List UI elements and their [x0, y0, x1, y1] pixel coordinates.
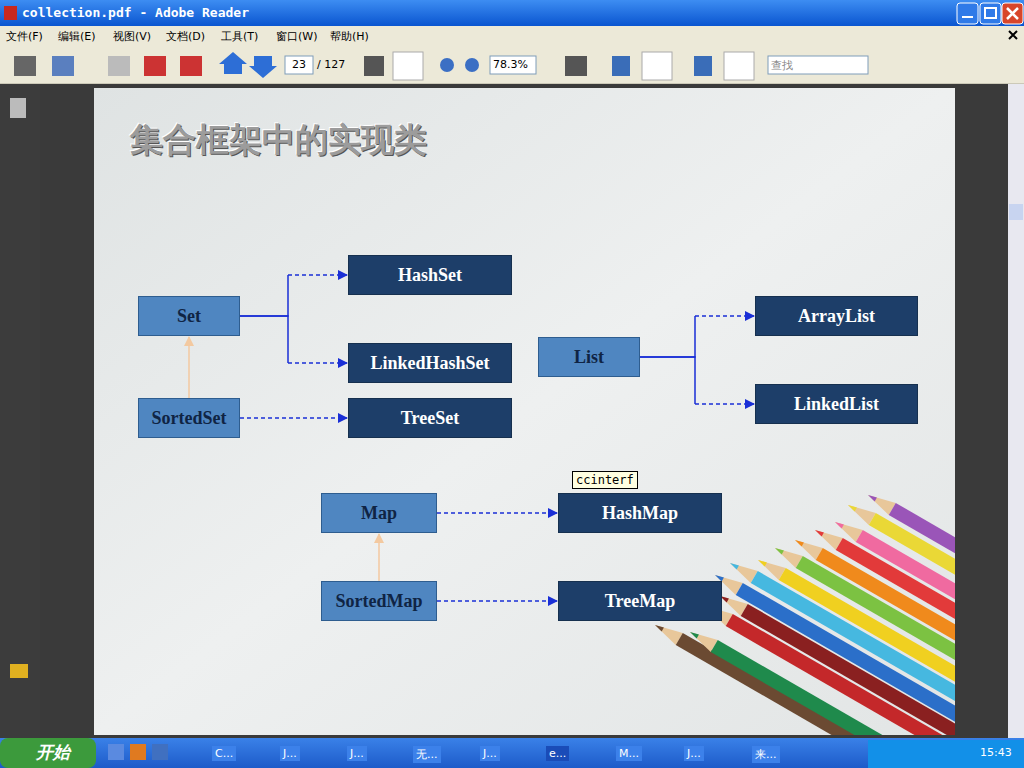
interface-box: SortedMap — [321, 581, 437, 621]
box-label: SortedMap — [336, 591, 423, 612]
box-label: HashMap — [602, 503, 678, 524]
start-button: 开始 — [36, 741, 70, 764]
inheritance-arrow — [379, 534, 380, 581]
slide-title: 集合框架中的实现类 — [130, 118, 427, 163]
menu-item: 编辑(E) — [58, 29, 96, 44]
inheritance-arrow — [189, 337, 190, 398]
zoom-value: 78.3% — [493, 58, 528, 71]
search-field: 查找 — [771, 58, 793, 73]
page-number: 23 — [292, 58, 306, 71]
connector-segment — [640, 316, 695, 357]
box-label: LinkedHashSet — [370, 353, 489, 374]
implementation-arrow — [240, 316, 347, 363]
clock: 15:43 — [980, 746, 1012, 759]
interface-box: Map — [321, 493, 437, 533]
connector-segment — [288, 274, 347, 276]
box-label: HashSet — [398, 265, 462, 286]
connector-segment — [695, 315, 754, 317]
class-box: LinkedHashSet — [348, 343, 512, 383]
connector-segment — [288, 362, 347, 364]
class-box: TreeSet — [348, 398, 512, 438]
implementation-arrow — [437, 513, 557, 514]
tooltip: ccinterf — [572, 471, 638, 489]
taskbar-item: J... — [347, 746, 367, 761]
box-label: Map — [361, 503, 397, 524]
connector-segment — [695, 403, 754, 405]
taskbar-item: J... — [280, 746, 300, 761]
connector-segment — [437, 512, 557, 514]
connector-segment — [640, 357, 695, 404]
box-label: Set — [177, 306, 201, 327]
menu-item: 工具(T) — [221, 29, 258, 44]
box-label: TreeSet — [401, 408, 459, 429]
implementation-arrow — [437, 601, 557, 602]
implementation-arrow — [640, 316, 754, 357]
taskbar-item: e... — [546, 746, 569, 761]
menu-item: 文档(D) — [166, 29, 205, 44]
connector-segment — [437, 600, 557, 602]
class-box: ArrayList — [755, 296, 918, 336]
connector-segment — [240, 316, 288, 363]
box-label: List — [574, 347, 604, 368]
taskbar-item: C... — [212, 746, 236, 761]
class-box: LinkedList — [755, 384, 918, 424]
box-label: TreeMap — [605, 591, 675, 612]
menu-item: 帮助(H) — [330, 29, 369, 44]
taskbar-item: 来... — [752, 746, 780, 763]
box-label: ArrayList — [798, 306, 875, 327]
taskbar-item: M... — [616, 746, 642, 761]
box-label: SortedSet — [152, 408, 227, 429]
class-box: HashSet — [348, 255, 512, 295]
interface-box: SortedSet — [138, 398, 240, 438]
implementation-arrow — [240, 275, 347, 316]
connector-segment — [240, 417, 347, 419]
implementation-arrow — [240, 418, 347, 419]
taskbar-item: J... — [684, 746, 704, 761]
taskbar-item: J... — [480, 746, 500, 761]
box-label: LinkedList — [794, 394, 879, 415]
interface-box: List — [538, 337, 640, 377]
connector-segment — [240, 275, 288, 316]
implementation-arrow — [640, 357, 754, 404]
menu-item: 视图(V) — [113, 29, 151, 44]
window-title: collection.pdf - Adobe Reader — [22, 5, 249, 20]
taskbar-item: 无... — [413, 746, 441, 763]
connector-segment — [378, 534, 380, 581]
class-box: HashMap — [558, 493, 722, 533]
connector-segment — [188, 337, 190, 398]
menu-item: 文件(F) — [6, 29, 43, 44]
menu-item: 窗口(W) — [276, 29, 317, 44]
interface-box: Set — [138, 296, 240, 336]
page-count: / 127 — [317, 58, 345, 71]
class-box: TreeMap — [558, 581, 722, 621]
